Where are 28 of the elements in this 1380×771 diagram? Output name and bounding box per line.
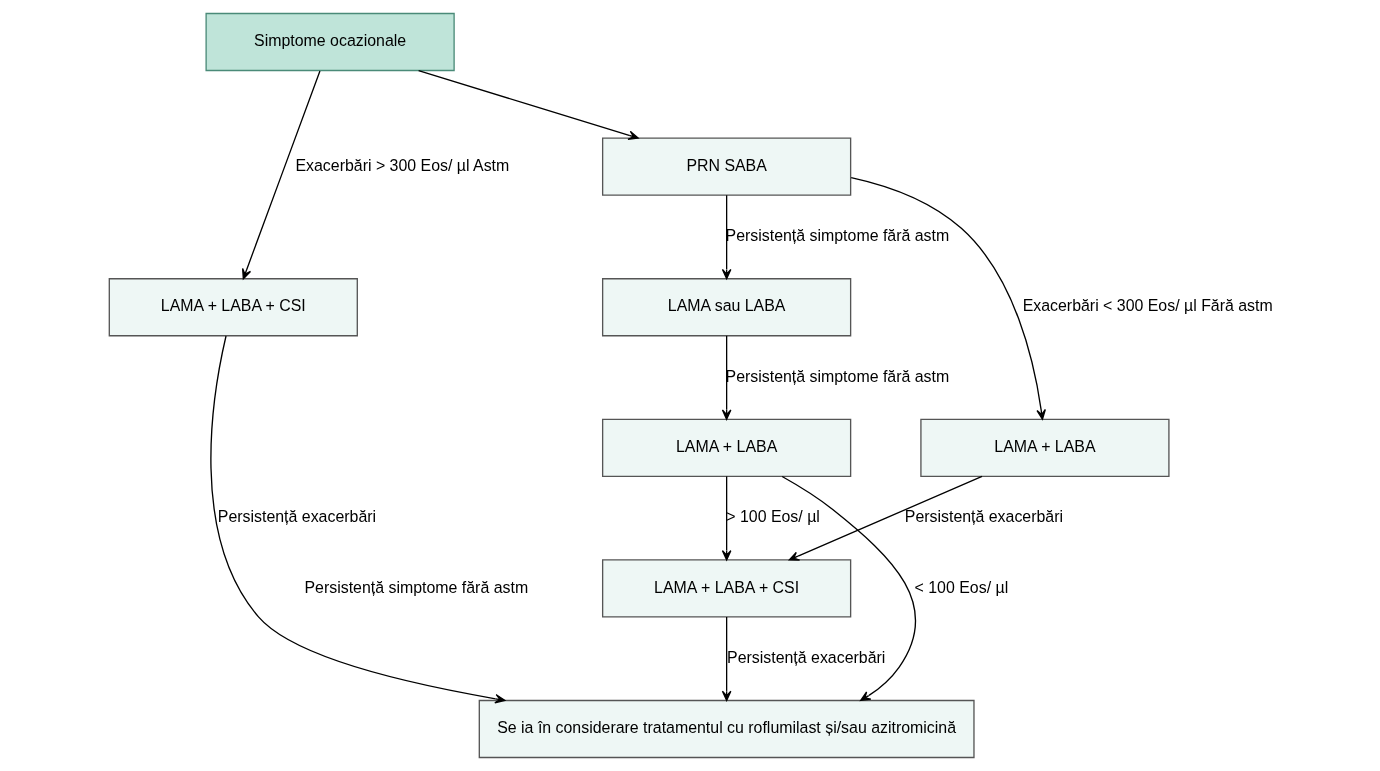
edge-label: < 100 Eos/ µl bbox=[914, 578, 1008, 596]
edge-label: Exacerbări > 300 Eos/ µl Astm bbox=[294, 156, 509, 174]
arrow bbox=[209, 335, 505, 704]
edge-label: Exacerbări < 300 Eos/ µl Fără astm bbox=[1022, 297, 1273, 315]
node-box: LAMA + LABA bbox=[601, 418, 851, 477]
arrow bbox=[721, 335, 731, 420]
node-box: Se ia în considerare tratamentul cu roflumilast și/sau azitromicină bbox=[478, 699, 975, 759]
node-box: Simptome ocazionale bbox=[204, 12, 455, 72]
edge-label: Persistență simptome fără astm bbox=[725, 367, 949, 385]
arrow bbox=[241, 70, 321, 280]
edge-label: Persistență exacerbări bbox=[904, 508, 1063, 526]
edge-label: Persistență exacerbări bbox=[726, 648, 885, 666]
edge-label: Persistență exacerbări bbox=[217, 508, 376, 526]
arrow bbox=[780, 475, 916, 701]
arrow bbox=[788, 475, 983, 561]
arrow bbox=[721, 194, 731, 280]
label: Persistență simptome fără astm bbox=[303, 578, 528, 596]
node-box: LAMA + LABA bbox=[919, 418, 1170, 477]
node-box: PRN SABA bbox=[601, 137, 851, 196]
arrow bbox=[417, 69, 639, 141]
edge-label: Persistență simptome fără astm bbox=[725, 227, 949, 245]
arrow bbox=[850, 176, 1046, 420]
arrow bbox=[721, 475, 731, 561]
edge-label: > 100 Eos/ µl bbox=[725, 508, 820, 526]
arrow bbox=[721, 616, 731, 702]
node-box: LAMA + LABA + CSI bbox=[601, 559, 851, 618]
node-box: LAMA + LABA + CSI bbox=[108, 278, 358, 337]
node-box: LAMA sau LABA bbox=[601, 278, 851, 337]
